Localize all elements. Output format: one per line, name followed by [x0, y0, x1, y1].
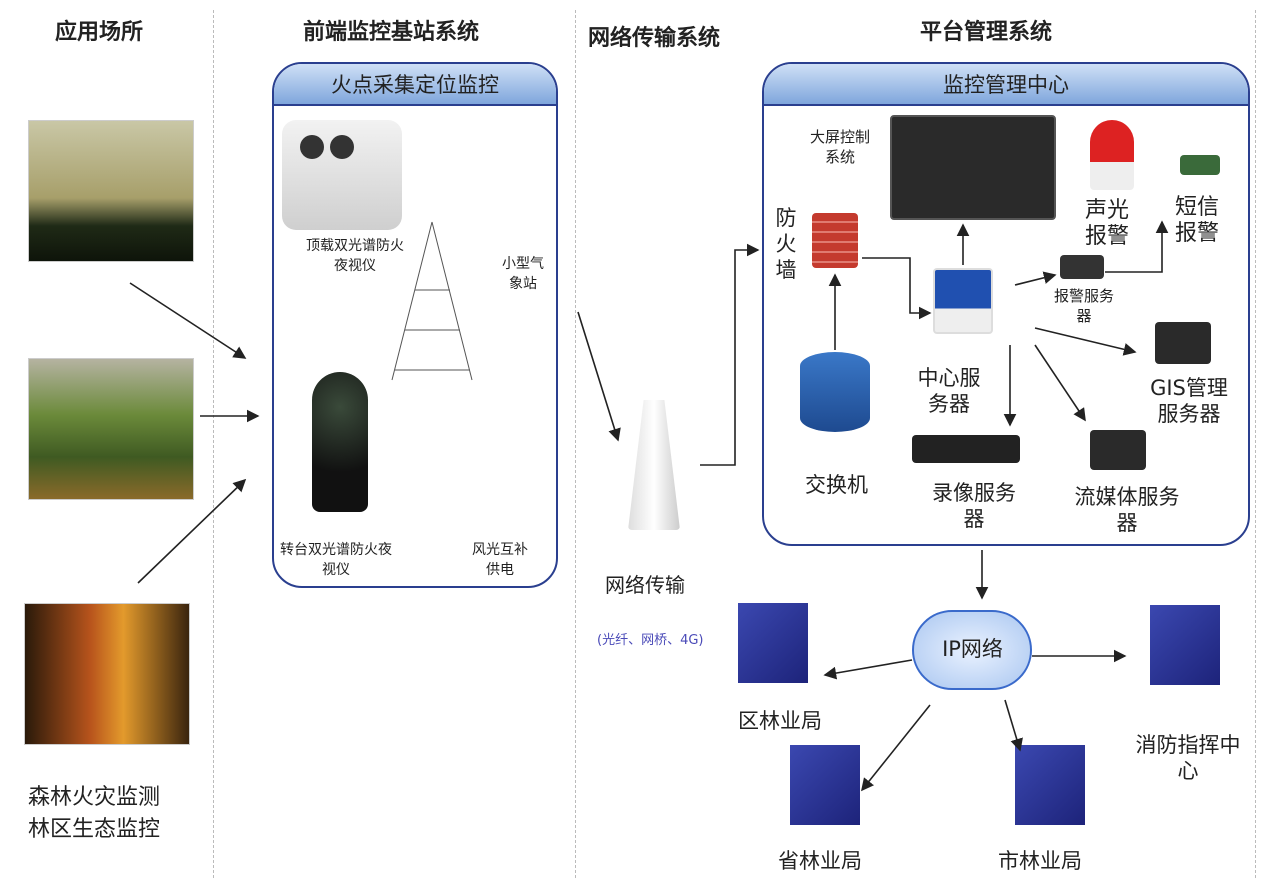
province-label: 省林业局 — [778, 849, 862, 873]
header-network: 网络传输系统 — [588, 26, 721, 51]
header-frontend: 前端监控基站系统 — [303, 20, 480, 45]
sound-light-alarm-label: 声光报警 — [1084, 198, 1129, 249]
platform-title: 监控管理中心 — [764, 64, 1248, 106]
stream-server-icon — [1090, 430, 1146, 470]
big-screen-label: 大屏控制系统 — [810, 128, 871, 166]
scene-line2: 林区生态监控 — [28, 817, 161, 842]
gis-server-icon — [1155, 322, 1211, 364]
divider — [1255, 10, 1256, 878]
switch-icon — [800, 352, 870, 432]
stream-server-label: 流媒体服务器 — [1074, 485, 1180, 535]
scene-line1: 森林火灾监测 — [28, 785, 161, 810]
record-server-label: 录像服务器 — [932, 481, 1016, 531]
building-icon — [790, 745, 860, 825]
header-platform: 平台管理系统 — [920, 20, 1053, 45]
alarm-light-icon — [1090, 120, 1134, 190]
divider — [575, 10, 576, 878]
alarm-server-label: 报警服务器 — [1053, 287, 1114, 325]
turret-camera-icon — [312, 372, 368, 512]
network-label: 网络传输 — [605, 573, 685, 597]
tower-icon — [391, 221, 473, 381]
gis-server-label: GIS管理服务器 — [1150, 376, 1228, 426]
sms-alarm-label: 短信报警 — [1174, 195, 1219, 246]
header-scene: 应用场所 — [55, 20, 144, 45]
firewall-label: 防火墙 — [775, 206, 797, 282]
district-label: 区林业局 — [738, 709, 822, 733]
top-camera-label: 顶载双光谱防火夜视仪 — [306, 238, 404, 274]
building-icon — [738, 603, 808, 683]
fire-photo — [24, 603, 190, 745]
fire-command-label: 消防指挥中心 — [1135, 733, 1241, 783]
city-label: 市林业局 — [998, 849, 1082, 873]
turret-camera-label: 转台双光谱防火夜视仪 — [280, 542, 392, 578]
forest-fire-photo — [28, 120, 194, 262]
building-icon — [1015, 745, 1085, 825]
lens-icon — [300, 135, 324, 159]
forest-photo — [28, 358, 194, 500]
lens-icon — [330, 135, 354, 159]
divider — [213, 10, 214, 878]
network-sub: (光纤、网桥、4G) — [597, 633, 704, 648]
frontend-title: 火点采集定位监控 — [274, 64, 556, 106]
alarm-server-icon — [1060, 255, 1104, 279]
ip-network-label: IP网络 — [942, 637, 1003, 661]
sms-module-icon — [1180, 155, 1220, 175]
building-icon — [1150, 605, 1220, 685]
computer-icon — [933, 268, 993, 334]
weather-label: 小型气象站 — [502, 256, 544, 292]
video-wall-icon — [890, 115, 1056, 220]
switch-label: 交换机 — [805, 473, 868, 497]
center-server-label: 中心服务器 — [917, 366, 981, 416]
record-server-icon — [912, 435, 1020, 463]
firewall-icon — [812, 213, 858, 268]
power-label: 风光互补供电 — [472, 542, 528, 578]
ip-cloud-icon — [912, 610, 1032, 690]
